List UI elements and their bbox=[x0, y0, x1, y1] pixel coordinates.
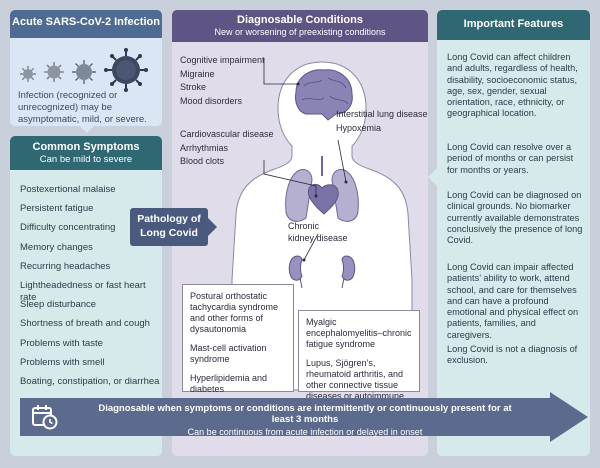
important-features-title: Important Features bbox=[437, 10, 590, 40]
condition-item: Migraine bbox=[180, 68, 215, 79]
systemic-conditions-card-right: Myalgic encephalomyelitis–chronic fatigu… bbox=[298, 310, 420, 412]
timeline-text: Diagnosable when symptoms or conditions … bbox=[90, 403, 520, 437]
timeline-arrow bbox=[20, 392, 588, 442]
symptom-item: Postexertional malaise bbox=[20, 184, 116, 195]
condition-item: Hypoxemia bbox=[336, 122, 382, 133]
symptom-item: Difficulty concentrating bbox=[20, 222, 116, 234]
pathology-line-1: Pathology of bbox=[137, 213, 201, 225]
symptom-item: Memory changes bbox=[20, 241, 93, 253]
diagnosable-conditions-panel: Diagnosable Conditions New or worsening … bbox=[172, 10, 428, 456]
symptom-item: Problems with smell bbox=[20, 356, 105, 368]
feature-item: Long Covid is not a diagnosis of exclusi… bbox=[447, 344, 578, 366]
condition-item: Myalgic encephalomyelitis–chronic fatigu… bbox=[306, 317, 412, 349]
timeline-title: Diagnosable when symptoms or conditions … bbox=[98, 403, 512, 425]
condition-item: Chronic bbox=[288, 221, 320, 231]
feature-item: Long Covid can affect children and adult… bbox=[447, 52, 578, 119]
features-pointer bbox=[428, 168, 437, 186]
symptom-item: Sleep disturbance bbox=[20, 299, 97, 311]
systemic-conditions-card-left: Postural orthostatic tachycardia syndrom… bbox=[182, 284, 294, 394]
virus-icon bbox=[20, 48, 148, 92]
symptom-list: Postexertional malaise Persistent fatigu… bbox=[10, 170, 162, 395]
diagnosable-conditions-header: Diagnosable Conditions New or worsening … bbox=[172, 10, 428, 42]
common-symptoms-subtitle: Can be mild to severe bbox=[39, 154, 133, 165]
condition-item: Mood disorders bbox=[180, 95, 243, 106]
common-symptoms-title: Common Symptoms bbox=[32, 141, 140, 153]
acute-infection-panel: Acute SARS-CoV-2 Infection bbox=[10, 10, 162, 126]
brain-icon bbox=[295, 69, 353, 121]
pathology-arrow bbox=[208, 218, 217, 236]
symptom-item: Recurring headaches bbox=[20, 260, 111, 272]
condition-item: Mast-cell activation syndrome bbox=[190, 343, 267, 364]
condition-item: Stroke bbox=[180, 82, 207, 92]
condition-item: Cardiovascular disease bbox=[180, 129, 274, 139]
kidney-condition-label: Chronic kidney disease bbox=[288, 220, 348, 244]
acute-infection-note: Infection (recognized or unrecognized) m… bbox=[18, 90, 147, 125]
lung-conditions-label: Interstitial lung disease Hypoxemia bbox=[336, 108, 428, 135]
common-symptoms-header: Common Symptoms Can be mild to severe bbox=[10, 136, 162, 170]
symptom-item: Shortness of breath and cough bbox=[20, 318, 150, 330]
condition-item: Postural orthostatic tachycardia syndrom… bbox=[190, 291, 279, 334]
condition-item: Cognitive impairment bbox=[180, 55, 265, 65]
diagnosable-conditions-subtitle: New or worsening of preexisting conditio… bbox=[214, 27, 386, 37]
acute-to-symptoms-arrow bbox=[78, 124, 96, 133]
symptom-item: Lightheadedness or fast heart rate bbox=[20, 279, 146, 303]
kidneys-icon bbox=[288, 255, 356, 289]
symptom-item: Persistent fatigue bbox=[20, 203, 94, 215]
symptom-item: Problems with taste bbox=[20, 337, 103, 349]
important-features-panel: Important Features Long Covid can affect… bbox=[437, 10, 590, 456]
symptom-item: Boating, constipation, or diarrhea bbox=[20, 375, 160, 387]
condition-item: Interstitial lung disease bbox=[336, 109, 428, 119]
acute-infection-title: Acute SARS-CoV-2 Infection bbox=[10, 10, 162, 38]
pathology-line-2: Long Covid bbox=[140, 227, 198, 239]
heart-conditions-label: Cardiovascular disease Arrhythmias Blood… bbox=[180, 128, 274, 169]
timeline-subtitle: Can be continuous from acute infection o… bbox=[187, 427, 423, 437]
feature-item: Long Covid can resolve over a period of … bbox=[447, 142, 574, 175]
lungs-icon bbox=[285, 156, 359, 222]
condition-item: Blood clots bbox=[180, 156, 225, 166]
condition-item: Arrhythmias bbox=[180, 142, 229, 153]
condition-item: Hyperlipidemia and diabetes bbox=[190, 373, 268, 394]
feature-item: Long Covid can be diagnosed on clinical … bbox=[447, 190, 583, 246]
feature-item: Long Covid can impair affected patients’… bbox=[447, 262, 579, 340]
calendar-clock-icon bbox=[32, 405, 58, 430]
pathology-callout: Pathology of Long Covid bbox=[130, 208, 208, 246]
condition-item: kidney disease bbox=[288, 233, 348, 243]
diagnosable-conditions-title: Diagnosable Conditions bbox=[237, 14, 363, 26]
brain-conditions-label: Cognitive impairment Migraine Stroke Moo… bbox=[180, 54, 265, 108]
